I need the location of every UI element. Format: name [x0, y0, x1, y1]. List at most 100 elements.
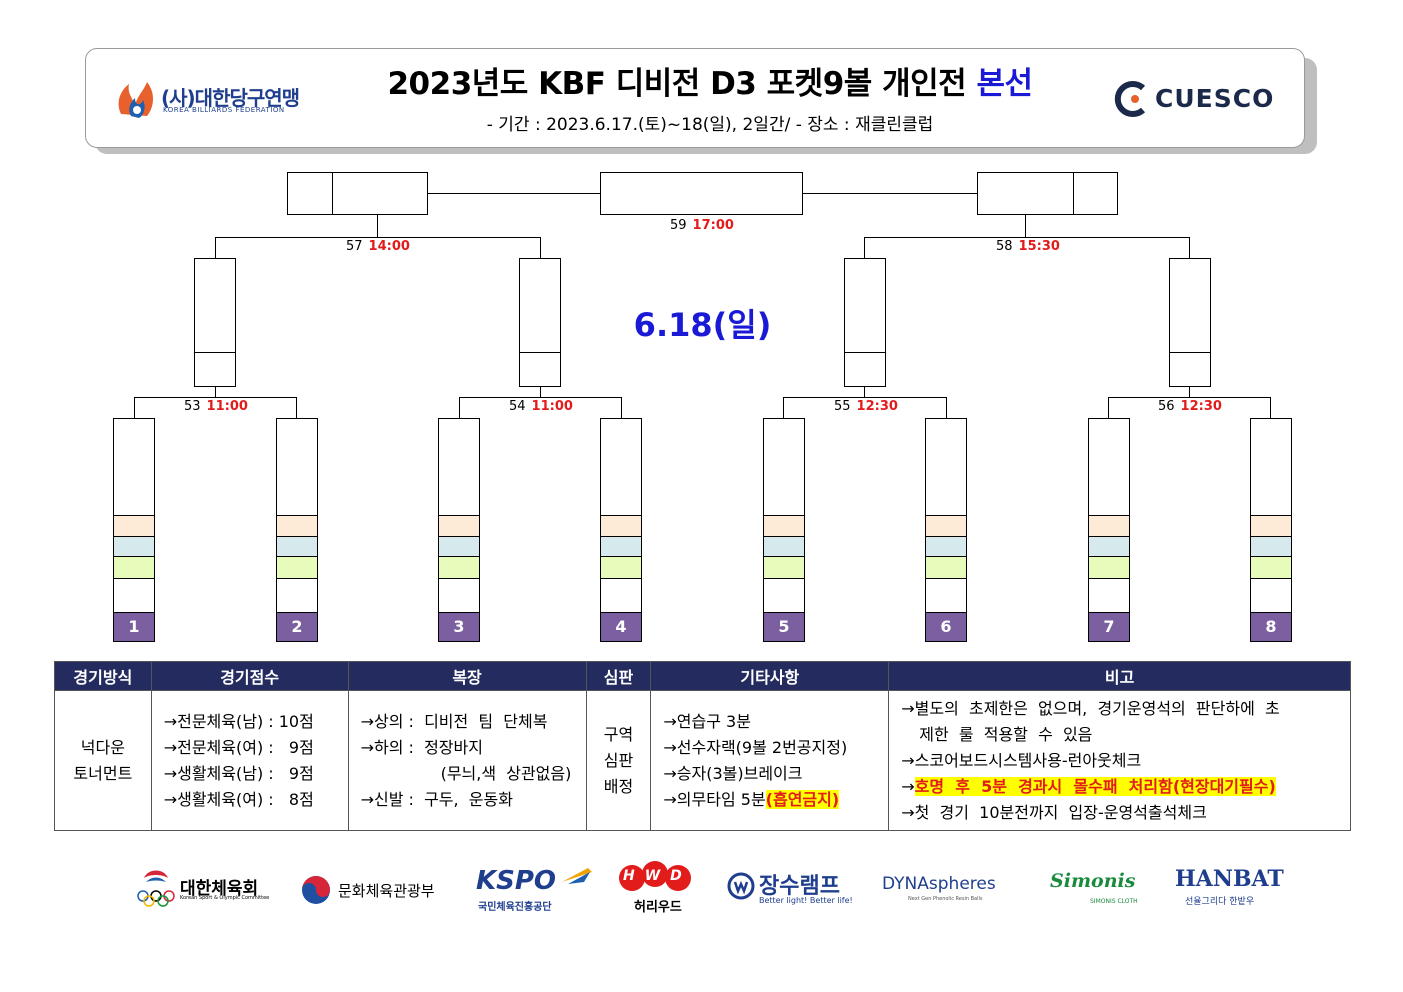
slot-band-white	[601, 578, 641, 613]
sponsor-name: DYNAspheres	[882, 874, 996, 894]
sponsor-subtext: Korean Sport & Olympic Committee	[180, 895, 270, 901]
sf-line	[540, 237, 541, 259]
col-header-dress: 복장	[347, 661, 587, 691]
qf-line	[459, 397, 622, 398]
col-header-etc: 기타사항	[650, 661, 890, 691]
rules-table: 경기방식 경기점수 복장 심판 기타사항 비고 넉다운 토너먼트 →전문체육(남…	[54, 661, 1351, 831]
sponsor-subtext: 국민체육진흥공단	[478, 902, 552, 913]
match-number: 53	[184, 399, 201, 414]
page-title: 2023년도 KBF 디비전 D3 포켓9볼 개인전 본선	[300, 58, 1120, 103]
slot-band-green	[114, 556, 154, 578]
remark-line: →첫 경기 10분전까지 입장-운영석출석체크	[901, 802, 1207, 822]
seed-number-2: 2	[276, 612, 318, 642]
cuesco-logo: CUESCO	[1113, 80, 1283, 120]
sponsor-name: HANBAT	[1175, 866, 1284, 892]
slot-band-white	[114, 578, 154, 613]
cuesco-ring-icon	[1114, 81, 1146, 117]
qf-line	[1270, 397, 1271, 418]
sponsor-dynaspheres: DYNAspheres Next Gen Phenolic Resin Ball…	[882, 860, 1014, 910]
qf-line	[946, 397, 947, 418]
referee-line: 배정	[603, 776, 634, 796]
sponsor-subtext: 허리우드	[634, 900, 682, 915]
etc-line: →연습구 3분	[663, 711, 751, 731]
olympic-rings-icon	[137, 870, 175, 907]
slot-band-white	[926, 578, 966, 613]
slot-band-green	[1251, 556, 1291, 578]
cell-format: 넉다운 토너먼트	[54, 690, 152, 831]
sponsor-name: KSPO	[476, 866, 557, 896]
slot-band-blue	[764, 536, 804, 556]
kbf-logo-subtext: KOREA BILLIARDS FEDERATION	[163, 106, 285, 114]
sponsor-name: 대한체육회	[180, 879, 259, 899]
final-connector-left	[428, 193, 600, 194]
dress-bottom: →하의 : 정장바지	[360, 737, 483, 757]
match-number: 55	[834, 399, 851, 414]
sf-line	[1189, 237, 1190, 259]
qf-line	[540, 387, 541, 397]
kbf-logo-text: (사)대한당구연맹	[161, 86, 300, 110]
slot-band-white	[439, 578, 479, 613]
sponsor-subtext: 선율그리다 한밭우	[1185, 897, 1255, 907]
etc-line-smoking: →의무타임 5분(흡연금지)	[663, 787, 880, 813]
seed-number-3: 3	[438, 612, 480, 642]
slot-band-white	[1089, 578, 1129, 613]
slot-band-peach	[1251, 515, 1291, 536]
slot-band-blue	[926, 536, 966, 556]
slot-band-blue	[1089, 536, 1129, 556]
cell-referee: 구역 심판 배정	[585, 690, 652, 831]
seed-number-4: 4	[600, 612, 642, 642]
title-main: 2023년도 KBF 디비전 D3 포켓9볼 개인전	[387, 66, 967, 102]
final-right-box	[977, 172, 1118, 215]
remark-arrow: →	[901, 776, 915, 796]
qf-line	[134, 397, 297, 398]
seed-number-8: 8	[1250, 612, 1292, 642]
taegeuk-icon	[302, 876, 330, 904]
sf-slot-box	[519, 258, 561, 387]
kbf-flame-icon	[118, 82, 153, 118]
match-number: 58	[996, 239, 1013, 254]
champion-box	[600, 172, 803, 215]
match-number: 56	[1158, 399, 1175, 414]
title-accent: 본선	[976, 66, 1033, 102]
kbf-logo: (사)대한당구연맹 KOREA BILLIARDS FEDERATION	[113, 76, 318, 122]
match-time: 11:00	[531, 399, 573, 414]
no-smoking-highlight: (흡연금지)	[765, 789, 840, 809]
dress-shoes: →신발 : 구두, 운동화	[360, 789, 513, 809]
remark-line-forfeit: →호명 후 5분 경과시 몰수패 처리함(현장대기필수)	[901, 774, 1342, 800]
etc-line: →선수자랙(9볼 2번공지정)	[663, 737, 848, 757]
cell-remarks: →별도의 초제한은 없으며, 경기운영석의 판단하에 초 제한 룰 적용할 수 …	[888, 690, 1351, 831]
match-time: 15:30	[1018, 239, 1060, 254]
qf-line	[783, 397, 947, 398]
rules-table-row: 넉다운 토너먼트 →전문체육(남) : 10점 →전문체육(여) : 9점 →생…	[54, 690, 1351, 831]
sponsor-kspo: KSPO 국민체육진흥공단	[476, 860, 594, 913]
match-number: 59	[670, 218, 687, 233]
event-period-location: - 기간 : 2023.6.17.(토)~18(일), 2일간/ - 장소 : …	[486, 115, 934, 135]
col-header-remarks: 비고	[888, 661, 1351, 691]
qf-line	[459, 397, 460, 418]
match-time: 11:00	[206, 399, 248, 414]
slot-band-peach	[277, 515, 317, 536]
sponsor-mcst: 문화체육관광부	[300, 860, 452, 910]
cell-etc: →연습구 3분 →선수자랙(9볼 2번공지정) →승자(3볼)브레이크 →의무타…	[650, 690, 890, 831]
dress-bottom-note: (무늬,색 상관없음)	[440, 763, 572, 783]
player-slot	[438, 418, 480, 613]
player-slot	[1250, 418, 1292, 613]
sf-line	[377, 215, 378, 237]
remark-line: →별도의 초제한은 없으며, 경기운영석의 판단하에 초	[901, 698, 1280, 718]
score-line: →생활체육(남) : 9점	[163, 763, 314, 783]
referee-line: 구역	[603, 724, 634, 744]
qf-line	[1108, 397, 1271, 398]
slot-band-white	[764, 578, 804, 613]
match-number: 54	[509, 399, 526, 414]
cell-dress: →상의 : 디비전 팀 단체복 →하의 : 정장바지 (무늬,색 상관없음) →…	[347, 690, 587, 831]
slot-band-white	[1251, 578, 1291, 613]
etc-line: →승자(3볼)브레이크	[663, 763, 803, 783]
slot-band-white	[277, 578, 317, 613]
slot-band-peach	[926, 515, 966, 536]
slot-band-green	[439, 556, 479, 578]
forfeit-highlight: 호명 후 5분 경과시 몰수패 처리함(현장대기필수)	[914, 776, 1276, 796]
match-label-sf-58: 58 15:30	[996, 239, 1060, 254]
slot-band-green	[764, 556, 804, 578]
